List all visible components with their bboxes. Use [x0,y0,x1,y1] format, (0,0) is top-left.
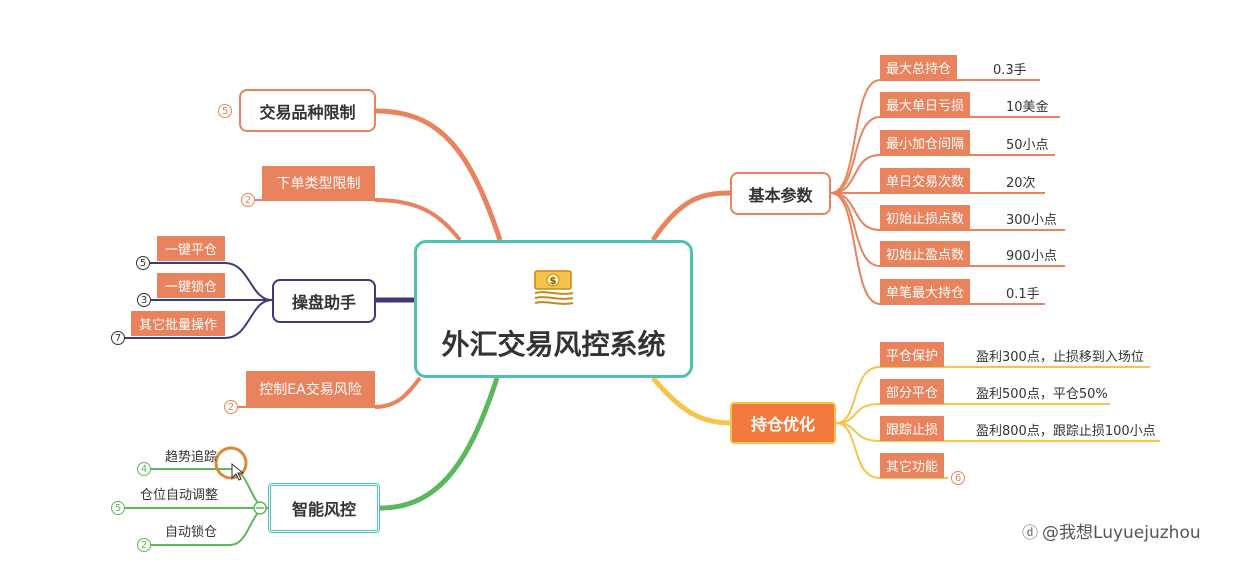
branch-position[interactable]: 持仓优化 [730,402,836,444]
branch-basic[interactable]: 基本参数 [730,172,831,215]
param-value: 0.1手 [1006,286,1040,302]
count-badge[interactable]: 6 [951,471,965,485]
line-position [651,376,731,426]
param-value: 300小点 [1006,212,1057,228]
param-value: 900小点 [1006,248,1057,264]
branch-order-types[interactable]: 下单类型限制 [262,166,375,200]
zhihu-logo-icon: ⓓ [1022,522,1039,542]
count-badge[interactable]: 5 [218,104,232,118]
line-order-types [374,198,462,242]
position-item-value: 盈利500点，平仓50% [976,386,1108,402]
param-name[interactable]: 最大总持仓 [880,55,957,80]
param-name[interactable]: 单笔最大持仓 [880,279,970,304]
branch-smart[interactable]: 智能风控 [268,483,380,533]
position-item-name[interactable]: 部分平仓 [880,379,944,404]
line-smart [379,377,500,511]
count-badge[interactable]: 2 [137,538,151,552]
branch-ea-control[interactable]: 控制EA交易风险 [246,371,375,407]
count-badge[interactable]: 3 [137,293,151,307]
param-value: 50小点 [1006,137,1049,153]
smart-item-auto-lock[interactable]: 自动锁仓 [164,524,217,540]
smart-item-trend[interactable]: 趋势追踪 [164,449,217,465]
param-name[interactable]: 初始止盈点数 [880,241,970,266]
count-badge[interactable]: 5 [111,501,125,515]
param-name[interactable]: 最小加仓间隔 [880,130,970,155]
money-stack-icon: $ [533,270,573,305]
position-item-name[interactable]: 其它功能 [880,453,944,478]
svg-text:$: $ [549,276,556,287]
watermark-text: @我想Luyuejuzhou [1042,523,1201,543]
helper-item-close-all[interactable]: 一键平仓 [157,236,225,261]
central-title: 外汇交易风控系统 [441,328,666,361]
position-item-value: 盈利300点，止损移到入场位 [976,349,1144,365]
param-value: 0.3手 [993,62,1027,78]
cursor-highlight [214,446,248,480]
position-item-name[interactable]: 跟踪止损 [880,416,944,441]
count-badge[interactable]: 7 [111,331,125,345]
smart-item-position-adjust[interactable]: 仓位自动调整 [139,487,218,503]
param-value: 10美金 [1006,99,1049,115]
cursor-pointer-icon [231,462,245,481]
position-item-name[interactable]: 平仓保护 [880,342,944,367]
helper-item-lock-all[interactable]: 一键锁仓 [157,273,225,298]
param-name[interactable]: 初始止损点数 [880,205,970,230]
count-badge[interactable]: 2 [224,400,238,414]
count-badge[interactable]: 5 [136,256,150,270]
position-item-value: 盈利800点，跟踪止损100小点 [976,423,1156,439]
branch-helper[interactable]: 操盘助手 [272,279,376,323]
watermark: ⓓ @我想Luyuejuzhou [1022,518,1201,544]
count-badge[interactable]: 2 [241,193,255,207]
param-name[interactable]: 最大单日亏损 [880,92,970,117]
line-trade-symbols [375,108,503,241]
param-name[interactable]: 单日交易次数 [880,168,970,193]
line-basic [650,190,731,242]
line-ea [374,376,422,409]
count-badge[interactable]: 4 [137,462,151,476]
param-value: 20次 [1006,175,1036,191]
branch-trade-symbols[interactable]: 交易品种限制 [239,89,376,132]
helper-item-batch[interactable]: 其它批量操作 [131,311,225,336]
central-topic[interactable]: $ 外汇交易风控系统 [414,240,693,378]
